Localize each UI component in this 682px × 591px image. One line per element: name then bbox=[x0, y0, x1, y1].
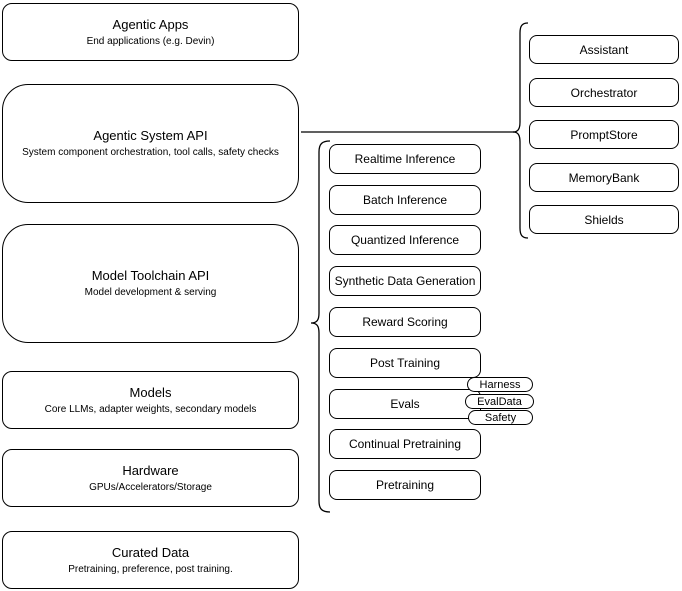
node-label: Post Training bbox=[369, 356, 441, 370]
node-label: Realtime Inference bbox=[354, 152, 456, 166]
pill-label: Harness bbox=[479, 378, 521, 391]
node-label: Batch Inference bbox=[362, 193, 448, 207]
node-assistant: Assistant bbox=[529, 35, 679, 64]
pill-evaldata: EvalData bbox=[465, 394, 534, 409]
node-title: Agentic System API bbox=[93, 128, 208, 143]
node-post-training: Post Training bbox=[329, 348, 481, 378]
node-subtitle: System component orchestration, tool cal… bbox=[22, 147, 279, 158]
node-label: Reward Scoring bbox=[362, 315, 448, 329]
node-label: Continual Pretraining bbox=[348, 437, 462, 451]
node-model-toolchain-api: Model Toolchain API Model development & … bbox=[2, 224, 299, 343]
node-title: Model Toolchain API bbox=[91, 268, 210, 283]
node-synthetic-data-generation: Synthetic Data Generation bbox=[329, 266, 481, 296]
node-curated-data: Curated Data Pretraining, preference, po… bbox=[2, 531, 299, 589]
node-agentic-apps: Agentic Apps End applications (e.g. Devi… bbox=[2, 3, 299, 61]
node-title: Models bbox=[129, 384, 172, 400]
node-reward-scoring: Reward Scoring bbox=[329, 307, 481, 337]
node-realtime-inference: Realtime Inference bbox=[329, 144, 481, 174]
node-agentic-system-api: Agentic System API System component orch… bbox=[2, 84, 299, 203]
node-subtitle: Pretraining, preference, post training. bbox=[68, 563, 233, 575]
node-label: Shields bbox=[584, 212, 624, 227]
node-label: Quantized Inference bbox=[350, 233, 460, 247]
pill-label: Safety bbox=[484, 411, 517, 424]
pill-harness: Harness bbox=[467, 377, 533, 392]
components-brace bbox=[512, 22, 529, 239]
node-subtitle: Model development & serving bbox=[84, 287, 217, 298]
node-label: Evals bbox=[390, 397, 420, 411]
node-subtitle: GPUs/Accelerators/Storage bbox=[89, 481, 212, 493]
node-memorybank: MemoryBank bbox=[529, 163, 679, 192]
node-subtitle: Core LLMs, adapter weights, secondary mo… bbox=[44, 403, 257, 415]
node-title: Agentic Apps bbox=[112, 16, 189, 32]
node-subtitle: End applications (e.g. Devin) bbox=[86, 35, 215, 47]
node-label: Synthetic Data Generation bbox=[334, 274, 476, 288]
node-models: Models Core LLMs, adapter weights, secon… bbox=[2, 371, 299, 429]
pill-safety: Safety bbox=[468, 410, 533, 425]
node-quantized-inference: Quantized Inference bbox=[329, 225, 481, 255]
node-pretraining: Pretraining bbox=[329, 470, 481, 500]
node-label: Pretraining bbox=[375, 478, 435, 492]
node-label: Orchestrator bbox=[570, 85, 638, 100]
pill-label: EvalData bbox=[477, 395, 522, 408]
node-orchestrator: Orchestrator bbox=[529, 78, 679, 107]
node-shields: Shields bbox=[529, 205, 679, 234]
node-hardware: Hardware GPUs/Accelerators/Storage bbox=[2, 449, 299, 507]
toolchain-brace bbox=[310, 140, 331, 513]
node-batch-inference: Batch Inference bbox=[329, 185, 481, 215]
node-title: Hardware bbox=[122, 462, 179, 478]
node-label: PromptStore bbox=[570, 127, 638, 142]
node-label: Assistant bbox=[579, 42, 629, 57]
node-title: Curated Data bbox=[111, 544, 190, 560]
node-promptstore: PromptStore bbox=[529, 120, 679, 149]
node-evals: Evals bbox=[329, 389, 481, 419]
node-continual-pretraining: Continual Pretraining bbox=[329, 429, 481, 459]
node-label: MemoryBank bbox=[568, 170, 640, 185]
